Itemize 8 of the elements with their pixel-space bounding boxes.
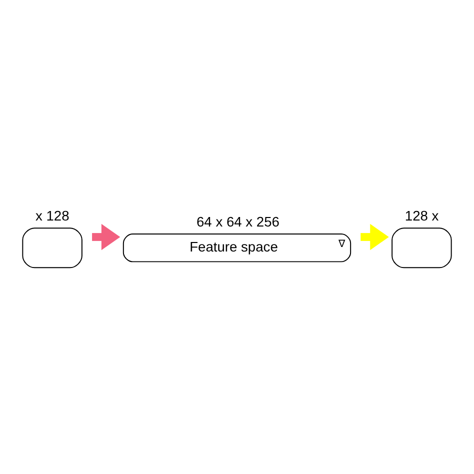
node-box	[392, 228, 452, 268]
arrow	[360, 224, 389, 250]
node-label: 64 x 64 x 256	[196, 213, 280, 230]
arrow	[92, 224, 120, 250]
node-label: x 128	[36, 207, 70, 224]
node-box	[22, 228, 82, 268]
node-box: Feature space ∇	[122, 234, 352, 262]
node-label: 128 x	[404, 207, 439, 224]
